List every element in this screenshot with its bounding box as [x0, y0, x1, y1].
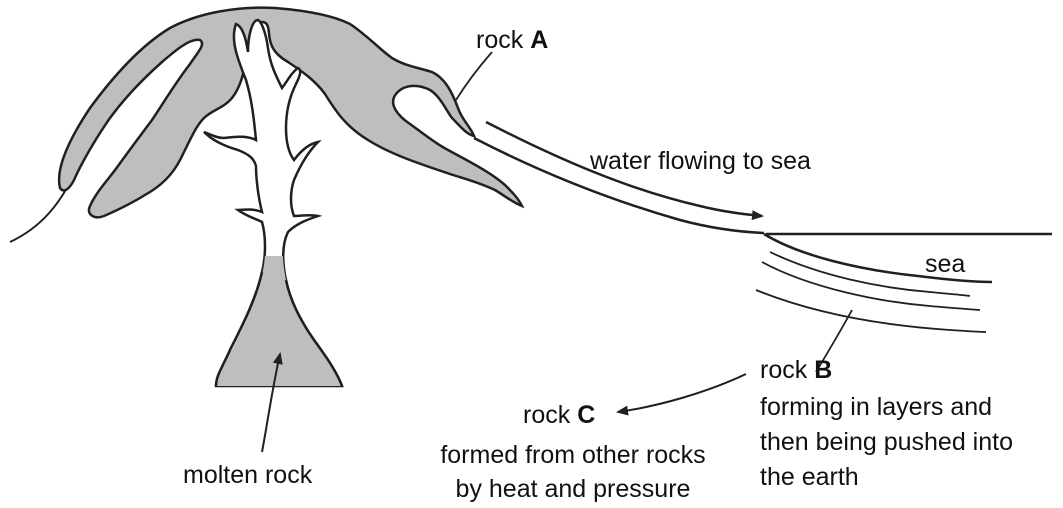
rock-a-prefix: rock [476, 26, 523, 54]
rock-a-pointer [456, 52, 492, 100]
rock-c-description-line2: by heat and pressure [403, 474, 743, 504]
rock-b-description-line2: then being pushed into [760, 427, 1013, 457]
rock-b-prefix: rock [760, 356, 807, 384]
rock-b-description-line1: forming in layers and [760, 392, 992, 422]
rock-c-prefix: rock [523, 401, 570, 429]
sediment-layer-4 [756, 290, 986, 332]
magma-chamber [216, 256, 342, 386]
rock-c-letter: C [577, 401, 595, 429]
sea-label: sea [925, 249, 965, 279]
rock-a-label: rock A [476, 25, 548, 55]
molten-rock-label: molten rock [183, 460, 312, 490]
rock-b-label: rock B [760, 355, 832, 385]
water-flowing-label: water flowing to sea [590, 146, 811, 176]
rock-c-description-line1: formed from other rocks [403, 440, 743, 470]
rock-b-letter: B [814, 356, 832, 384]
rock-b-to-c-arrow [618, 374, 746, 412]
rock-a-letter: A [530, 26, 548, 54]
rock-b-description-line3: the earth [760, 462, 859, 492]
rock-c-label: rock C [523, 400, 595, 430]
